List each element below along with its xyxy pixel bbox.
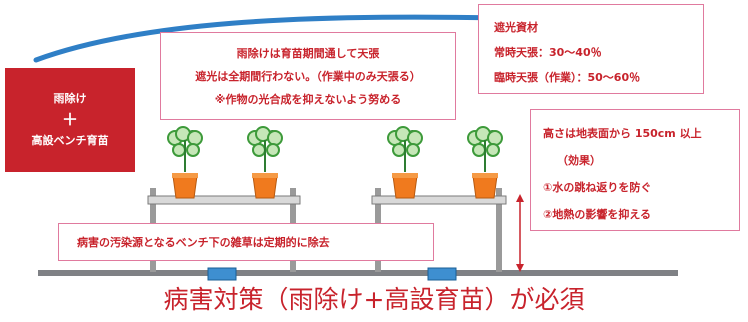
height-line-1: 高さは地表面から 150cm 以上: [543, 127, 702, 140]
cover-policy-box: 雨除けは育苗期間通して天張 遮光は全期間行わない。（作業中のみ天張る） ※作物の…: [160, 32, 456, 120]
plant-pot-4: [467, 126, 503, 199]
rain-cover-arch: [33, 14, 503, 63]
method-line-2: 高設ベンチ育苗: [31, 134, 109, 147]
material-line-1: 常時天張：30～40％: [494, 46, 602, 59]
plant-pot-2: [247, 126, 283, 199]
ground-line: [38, 270, 678, 276]
plant-pot-3: [387, 126, 423, 199]
weed-text: 病害の汚染源となるベンチ下の雑草は定期的に除去: [77, 236, 330, 249]
method-line-1: 雨除け: [53, 92, 87, 105]
plant-pot-1: [167, 126, 203, 199]
policy-line-2: 遮光は全期間行わない。（作業中のみ天張る）: [195, 69, 421, 83]
water-tray-right: [427, 267, 457, 281]
water-tray-left: [207, 267, 237, 281]
height-line-2: （効果）: [557, 154, 601, 167]
method-plus: ＋: [61, 110, 78, 129]
shade-material-box: 遮光資材 常時天張：30～40％ 臨時天張（作業）：50～60％: [478, 4, 704, 94]
weed-removal-box: 病害の汚染源となるベンチ下の雑草は定期的に除去: [58, 223, 434, 261]
height-line-4: ②地熱の影響を抑える: [543, 208, 651, 221]
material-line-2: 臨時天張（作業）：50～60％: [494, 71, 641, 84]
height-line-3: ①水の跳ね返りを防ぐ: [543, 181, 652, 194]
method-label-box: 雨除け ＋ 高設ベンチ育苗: [5, 68, 135, 172]
height-arrow: [516, 194, 524, 272]
policy-line-1: 雨除けは育苗期間通して天張: [236, 46, 380, 60]
bench-height-box: 高さは地表面から 150cm 以上 （効果） ①水の跳ね返りを防ぐ ②地熱の影響…: [530, 109, 740, 231]
policy-line-3: ※作物の光合成を抑えないよう努める: [214, 92, 402, 106]
footer-title: 病害対策（雨除け+高設育苗）が必須: [163, 285, 585, 314]
material-title: 遮光資材: [494, 21, 538, 34]
